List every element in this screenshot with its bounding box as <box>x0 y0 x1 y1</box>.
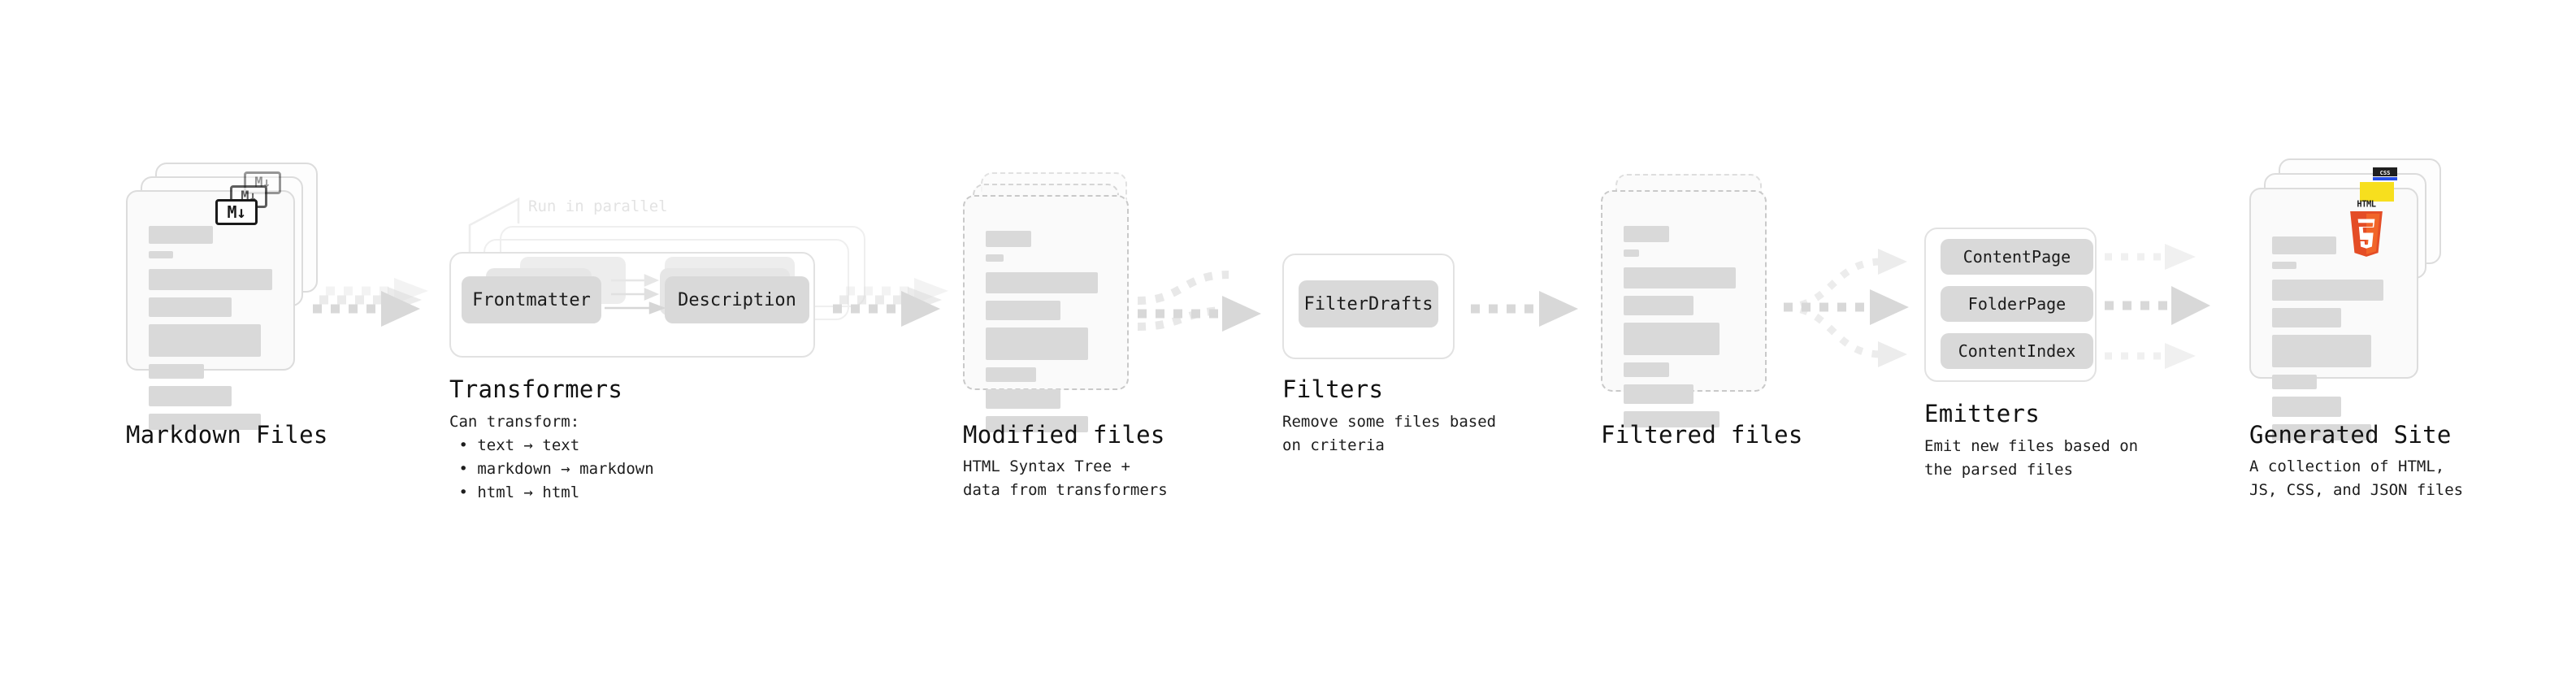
filtered-card-front <box>1601 190 1767 427</box>
svg-text:CSS: CSS <box>2380 170 2391 176</box>
transformers-title: Transformers <box>449 375 623 403</box>
run-in-parallel-label: Run in parallel <box>528 197 668 215</box>
transformer-internal-arrows <box>605 274 666 314</box>
filtered-placeholder-lines <box>1624 226 1744 435</box>
site-placeholder-lines <box>2272 236 2396 448</box>
arrow-transformers-to-modified <box>833 278 948 327</box>
chip-description[interactable]: Description <box>665 276 809 323</box>
chip-contentindex[interactable]: ContentIndex <box>1941 333 2093 369</box>
markdown-placeholder-lines <box>149 226 272 437</box>
modified-files-description: HTML Syntax Tree + data from transformer… <box>963 458 1168 499</box>
svg-text:HTML: HTML <box>2357 199 2375 209</box>
chip-filterdrafts[interactable]: FilterDrafts <box>1299 280 1438 327</box>
generated-site-title: Generated Site <box>2249 421 2452 449</box>
site-card-html <box>2249 188 2418 440</box>
html5-icon: HTML <box>2350 199 2383 257</box>
transformers-description: Can transform: • text → text • markdown … <box>449 413 654 501</box>
arrow-emitters-to-site <box>2105 244 2210 369</box>
emitters-description: Emit new files based on the parsed files <box>1924 437 2139 479</box>
markdown-icon-front: M↓ <box>215 199 258 225</box>
modified-card-front <box>963 195 1129 432</box>
filtered-files-title: Filtered files <box>1601 421 1803 449</box>
filters-title: Filters <box>1282 375 1384 403</box>
arrow-filters-to-filtered <box>1471 291 1578 327</box>
markdown-card-front <box>126 190 295 430</box>
generated-site-description: A collection of HTML, JS, CSS, and JSON … <box>2249 458 2464 499</box>
chip-contentpage[interactable]: ContentPage <box>1941 239 2093 275</box>
run-in-parallel-leader-line <box>468 197 520 253</box>
arrow-modified-to-filters <box>1137 271 1261 332</box>
emitters-title: Emitters <box>1924 400 2040 427</box>
modified-placeholder-lines <box>986 231 1106 440</box>
chip-frontmatter[interactable]: Frontmatter <box>462 276 601 323</box>
arrow-filtered-to-emitters <box>1783 249 1909 367</box>
js-icon <box>2360 182 2394 202</box>
modified-files-title: Modified files <box>963 421 1165 449</box>
css-icon: CSS <box>2373 167 2397 180</box>
filters-description: Remove some files based on criteria <box>1282 413 1497 454</box>
arrow-markdown-to-transformers <box>313 278 428 327</box>
markdown-files-title: Markdown Files <box>126 421 328 449</box>
chip-folderpage[interactable]: FolderPage <box>1941 286 2093 322</box>
